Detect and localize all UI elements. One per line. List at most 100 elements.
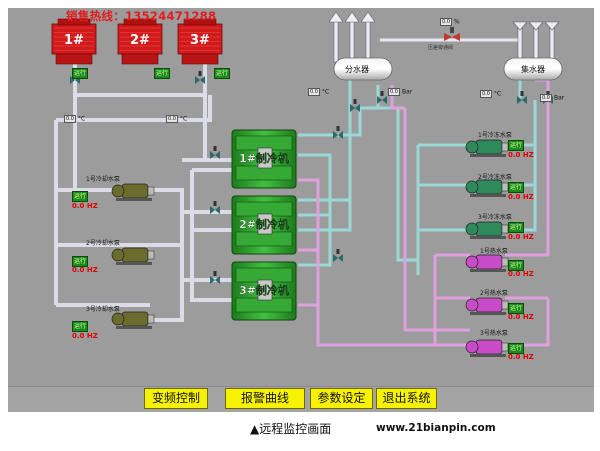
return-temp-value: 0.0 <box>480 90 492 98</box>
chilled-pump-2-freq: 0.0 HZ <box>508 193 534 201</box>
cooling-pump-1-status: 运行 <box>72 191 88 202</box>
valve-icon[interactable] <box>195 71 205 84</box>
parameter-settings-button[interactable]: 参数设定 <box>310 388 373 409</box>
chiller-label: 2#制冷机 <box>239 217 289 231</box>
chilled-pump-3-label: 3号冷冻水泵 <box>478 214 512 221</box>
chilled-pump-icon[interactable] <box>465 139 509 157</box>
cw-left-temp-readout: 0.0°C <box>64 115 85 123</box>
supply-pressure-value: 0.0 <box>388 88 400 96</box>
chilled-pump-2-label: 2号冷冻水泵 <box>478 174 512 181</box>
cw-left-temp-value: 0.0 <box>64 115 76 123</box>
hot-pump-1-freq: 0.0 HZ <box>508 270 534 278</box>
cooling-pump-2-freq: 0.0 HZ <box>72 266 98 274</box>
pipe <box>150 188 184 322</box>
chiller-unit-icon[interactable]: 1#制冷机 <box>231 129 297 189</box>
tower-2-status: 运行 <box>154 68 170 79</box>
chillers: 1#制冷机 2#制冷机 3#制冷机 <box>231 129 297 321</box>
chiller-label: 3#制冷机 <box>239 283 289 297</box>
flow-arrow-down-icon <box>512 21 528 61</box>
cw-right-temp-readout: 0.0°C <box>166 115 187 123</box>
hot-pump-icon[interactable] <box>465 297 509 315</box>
cooling-pump-icon[interactable] <box>111 247 155 265</box>
chilled-pump-1-freq: 0.0 HZ <box>508 151 534 159</box>
tower-3-status: 运行 <box>214 68 230 79</box>
pipe <box>298 200 352 232</box>
valve-icon[interactable] <box>377 91 387 104</box>
valve-icon[interactable] <box>210 201 220 214</box>
valve-icon[interactable] <box>210 271 220 284</box>
cooling-pump-1-label: 1号冷却水泵 <box>86 176 120 183</box>
chilled-pump-icon[interactable] <box>465 179 509 197</box>
return-header-tank <box>503 57 563 81</box>
cooling-tower-icon[interactable]: 3# <box>177 18 223 65</box>
cw-left-temp-unit: °C <box>77 115 86 123</box>
exit-system-button[interactable]: 退出系统 <box>376 388 437 409</box>
pipe <box>298 153 332 267</box>
return-pressure-value: 0.0 <box>540 94 552 102</box>
pipe <box>378 106 418 262</box>
bypass-label: 压差旁通阀 <box>428 45 454 51</box>
cooling-pump-3-label: 3号冷却水泵 <box>86 306 120 313</box>
supply-temp-readout: 0.0°C <box>308 88 329 96</box>
return-pressure-unit: Bar <box>553 94 565 102</box>
chiller-unit-icon[interactable]: 2#制冷机 <box>231 195 297 255</box>
vfd-control-button[interactable]: 变频控制 <box>144 388 208 409</box>
supply-temp-unit: °C <box>321 88 330 96</box>
bypass-valve-icon[interactable] <box>444 27 460 41</box>
valve-icon[interactable] <box>333 126 343 139</box>
pumps <box>111 139 509 357</box>
bypass-pct-unit: % <box>453 18 460 26</box>
cw-right-temp-unit: °C <box>179 115 188 123</box>
bypass-readout: 0.0% <box>440 18 460 26</box>
hot-pump-3-status: 运行 <box>508 343 524 354</box>
sales-hotline: 销售热线：13524471288 <box>66 9 217 23</box>
supply-temp-value: 0.0 <box>308 88 320 96</box>
chilled-pump-2-status: 运行 <box>508 182 524 193</box>
website-url: www.21bianpin.com <box>376 422 496 434</box>
bypass-pct-value: 0.0 <box>440 18 452 26</box>
tower-number-label: 3# <box>190 33 210 48</box>
pipe <box>298 106 378 137</box>
hot-pump-2-status: 运行 <box>508 303 524 314</box>
pipe <box>73 60 207 97</box>
cooling-pump-2-status: 运行 <box>72 256 88 267</box>
cooling-pump-icon[interactable] <box>111 183 155 201</box>
pipe <box>316 325 470 347</box>
cooling-pump-2-label: 2号冷却水泵 <box>86 240 120 247</box>
hot-pump-2-freq: 0.0 HZ <box>508 313 534 321</box>
supply-pressure-unit: Bar <box>401 88 413 96</box>
valve-icon[interactable] <box>210 146 220 159</box>
cooling-pump-icon[interactable] <box>111 311 155 329</box>
cooling-tower-icon[interactable]: 2# <box>117 18 163 65</box>
pipe <box>505 100 550 257</box>
chilled-pump-3-status: 运行 <box>508 222 524 233</box>
cooling-tower-icon[interactable]: 1# <box>51 18 97 65</box>
alarm-curve-button[interactable]: 报警曲线 <box>225 388 305 409</box>
pipe <box>403 108 470 332</box>
tower-number-label: 1# <box>64 33 84 48</box>
chiller-label: 1#制冷机 <box>239 151 289 165</box>
flow-arrow-up-icon <box>328 11 344 63</box>
supply-header-tank <box>333 57 393 81</box>
cooling-pump-3-status: 运行 <box>72 321 88 332</box>
valve-icon[interactable] <box>333 249 343 262</box>
tower-1-status: 运行 <box>72 68 88 79</box>
chilled-pump-icon[interactable] <box>465 221 509 239</box>
hot-pump-1-label: 1号热水泵 <box>480 248 508 255</box>
valve-icon[interactable] <box>350 99 360 112</box>
return-temp-unit: °C <box>493 90 502 98</box>
pipe <box>298 178 320 325</box>
cooling-pump-1-freq: 0.0 HZ <box>72 202 98 210</box>
hot-pump-icon[interactable] <box>465 254 509 272</box>
pipe <box>200 95 212 122</box>
cooling-towers: 1# 2# 3# <box>51 18 223 65</box>
cooling-pump-3-freq: 0.0 HZ <box>72 332 98 340</box>
return-temp-readout: 0.0°C <box>480 90 501 98</box>
chilled-pump-1-label: 1号冷冻水泵 <box>478 132 512 139</box>
valve-icon[interactable] <box>517 91 527 104</box>
flow-arrow-down-icon <box>544 21 560 61</box>
chiller-unit-icon[interactable]: 3#制冷机 <box>231 261 297 321</box>
supply-tank-label: 分水器 <box>345 65 369 74</box>
hot-pump-icon[interactable] <box>465 339 509 357</box>
